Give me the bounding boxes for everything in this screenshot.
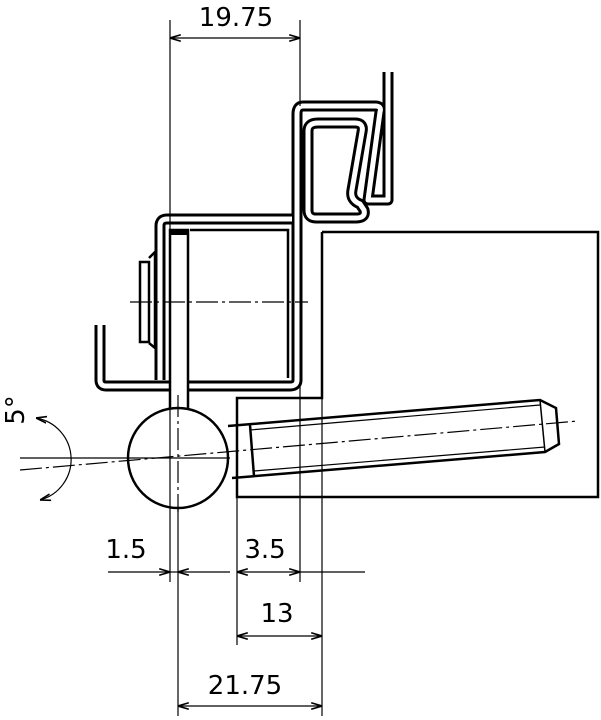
dim-angle: 5° bbox=[1, 395, 31, 425]
dim-21-75: 21.75 bbox=[208, 671, 282, 701]
hinge-pin bbox=[168, 228, 190, 412]
dimension-lines bbox=[36, 38, 365, 706]
dim-3-5: 3.5 bbox=[244, 535, 285, 565]
dim-19-75: 19.75 bbox=[199, 3, 273, 33]
dim-13: 13 bbox=[260, 599, 293, 629]
dim-1-5: 1.5 bbox=[105, 535, 146, 565]
center-lines bbox=[19, 301, 579, 512]
screw bbox=[227, 398, 561, 480]
bracket bbox=[138, 213, 292, 380]
clip-profile bbox=[94, 72, 394, 392]
